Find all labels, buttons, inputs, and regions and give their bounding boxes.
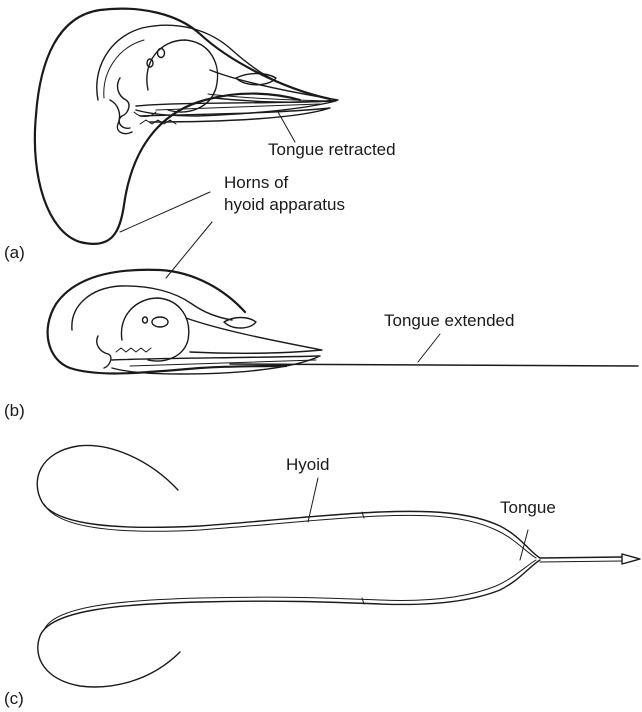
hyoid-leader — [308, 478, 318, 522]
tongue-extended-leader — [418, 334, 440, 362]
horns-label-line1: Horns of — [224, 173, 289, 192]
skull-b-icon — [48, 270, 322, 374]
orbit-b — [121, 298, 188, 361]
hyoid-lower-horn — [38, 560, 540, 687]
horns-leader-b — [166, 222, 212, 278]
panel-b: Tongue extended (b) — [4, 222, 638, 420]
panel-c-marker: (c) — [4, 689, 24, 708]
hyoid-tongue — [540, 557, 622, 558]
hyoid-label: Hyoid — [286, 455, 329, 474]
panel-a-marker: (a) — [4, 243, 25, 262]
tongue-leader-c — [520, 530, 528, 560]
tongue-retracted-label: Tongue retracted — [268, 140, 396, 159]
beak-lower-b — [112, 356, 320, 374]
tongue-tip-icon — [622, 554, 640, 564]
beak-upper-a — [210, 70, 338, 102]
panel-b-marker: (b) — [4, 401, 25, 420]
tongue-label-c: Tongue — [500, 498, 556, 517]
horns-leader-a — [120, 192, 210, 232]
hyoid-apparatus-icon — [37, 445, 640, 687]
tongue-extended-label: Tongue extended — [384, 311, 514, 330]
skull-cap-a — [97, 25, 274, 100]
panel-c: Hyoid Tongue (c) — [4, 445, 640, 708]
horns-label-line2: hyoid apparatus — [224, 195, 345, 214]
panel-a: Tongue retracted Horns of hyoid apparatu… — [4, 9, 396, 262]
